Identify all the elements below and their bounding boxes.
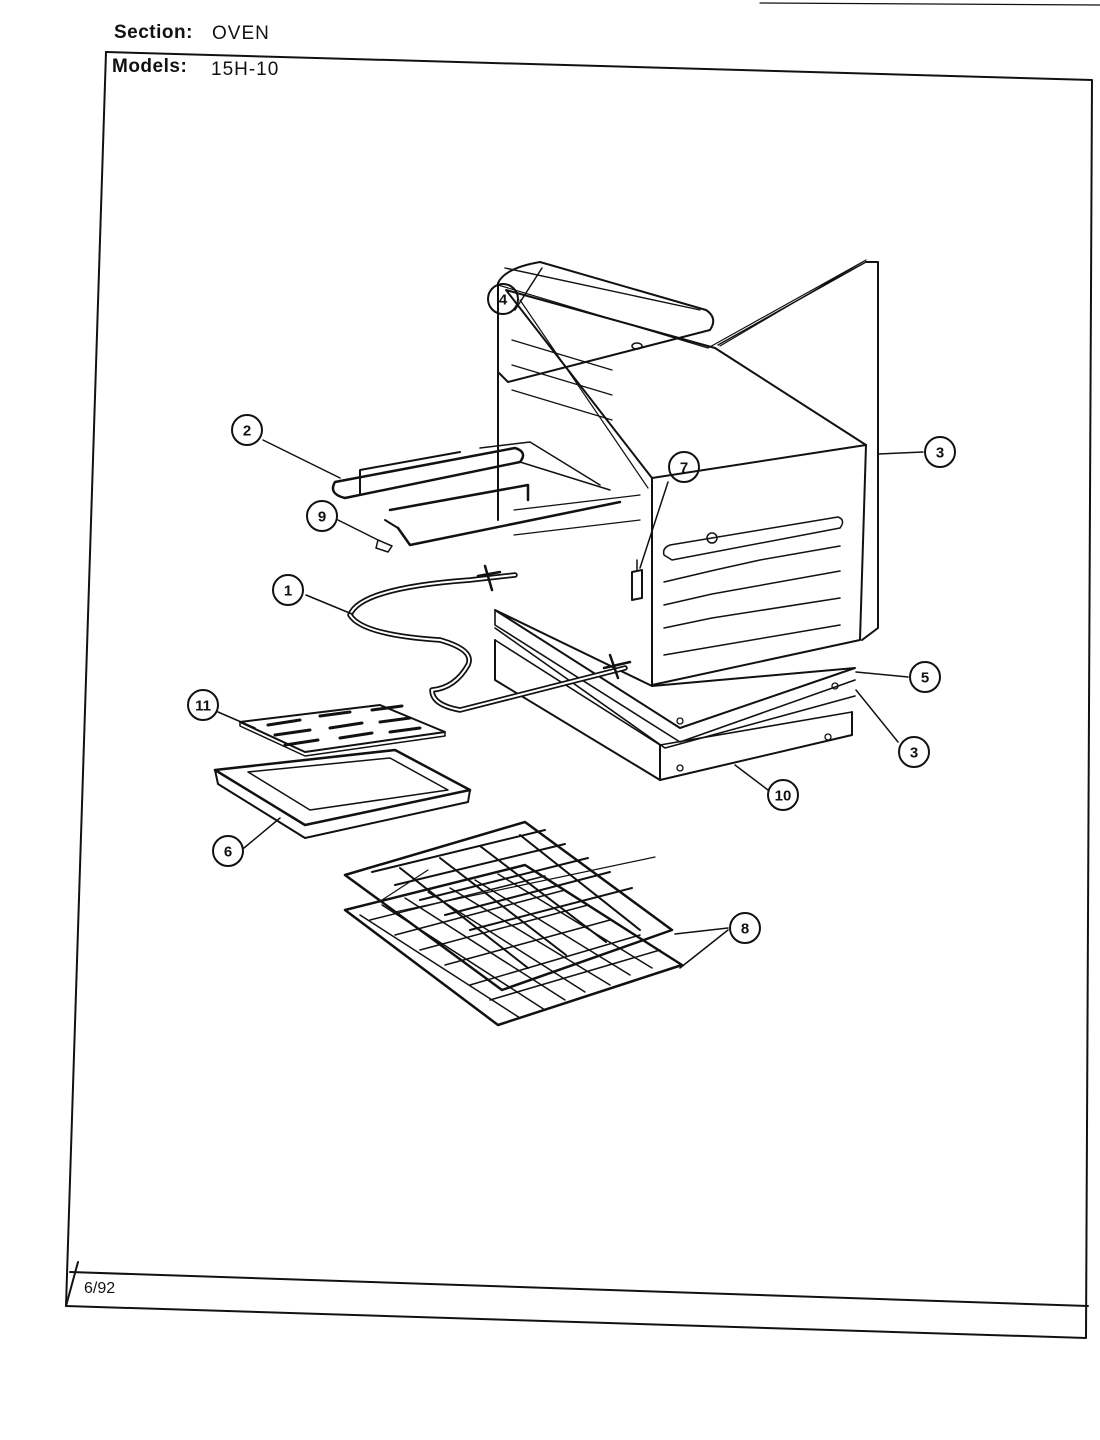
page-frame-left — [65, 51, 107, 1307]
callout-11-circle — [187, 689, 219, 721]
top-border-line — [759, 2, 1100, 6]
leader-3b — [855, 689, 899, 743]
leader-7 — [639, 481, 669, 569]
oven-sensor-part — [631, 559, 643, 601]
callout-3b: 3 — [910, 745, 918, 762]
callout-6-circle — [212, 835, 244, 867]
callout-2-circle — [231, 414, 263, 446]
callout-5: 5 — [921, 670, 929, 687]
leader-11 — [217, 711, 256, 729]
leader-8b — [679, 929, 729, 969]
oven-rack-upper-part — [343, 820, 674, 992]
callout-3b-circle — [898, 736, 930, 768]
leader-8a — [674, 927, 729, 935]
oven-rack-lower-part — [343, 863, 684, 1027]
callout-8: 8 — [741, 921, 749, 938]
models-value: 15H-10 — [211, 59, 280, 80]
footer-date: 6/92 — [84, 1280, 116, 1297]
bottom-support-part — [494, 639, 853, 781]
footer-divider — [69, 1271, 1089, 1307]
leader-3a — [877, 451, 924, 455]
callout-10: 10 — [775, 788, 792, 805]
page-frame — [65, 51, 1093, 1339]
callout-5-circle — [909, 661, 941, 693]
broil-pan-part — [213, 748, 472, 839]
callout-7: 7 — [680, 460, 688, 477]
callout-8-circle — [729, 912, 761, 944]
callout-4: 4 — [499, 292, 508, 309]
section-label: Section: — [114, 22, 193, 43]
leader-10 — [734, 764, 769, 791]
bake-element-part — [347, 564, 632, 713]
callout-4-circle — [487, 283, 519, 315]
broil-element-part — [331, 441, 622, 547]
callout-2: 2 — [243, 423, 251, 440]
leader-4 — [514, 267, 543, 311]
callout-3a: 3 — [936, 445, 944, 462]
callout-1-circle — [272, 574, 304, 606]
bottom-gasket-part — [494, 627, 856, 749]
leader-2 — [262, 439, 341, 479]
callout-9-circle — [306, 500, 338, 532]
front-gasket-part — [717, 261, 879, 641]
callout-10-circle — [767, 779, 799, 811]
callout-3a-circle — [924, 436, 956, 468]
section-value: OVEN — [212, 23, 270, 44]
models-label: Models: — [112, 56, 188, 77]
leader-9 — [337, 519, 379, 541]
callout-6: 6 — [224, 844, 232, 861]
callout-1: 1 — [284, 583, 292, 600]
broil-pan-insert-part — [239, 704, 446, 757]
leader-1 — [305, 594, 353, 615]
callout-11: 11 — [195, 698, 211, 715]
leader-5 — [855, 671, 909, 678]
oven-bottom-panel — [494, 609, 856, 743]
callout-7-circle — [668, 451, 700, 483]
callout-9: 9 — [318, 509, 326, 526]
screw-part — [375, 539, 393, 553]
leader-6 — [243, 817, 281, 849]
